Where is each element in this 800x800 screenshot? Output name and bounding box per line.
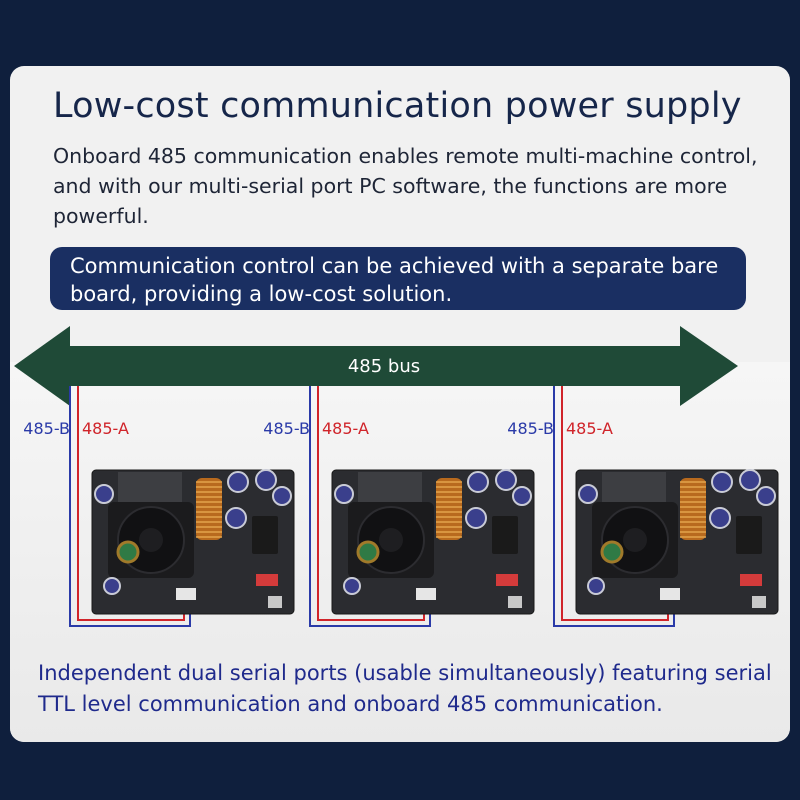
info-banner: Communication control can be achieved wi… <box>50 247 746 310</box>
page-title: Low-cost communication power supply <box>53 86 742 126</box>
content-card: Low-cost communication power supply Onbo… <box>10 66 790 742</box>
footer-text: Independent dual serial ports (usable si… <box>38 661 772 716</box>
intro-text: Onboard 485 communication enables remote… <box>53 144 758 228</box>
